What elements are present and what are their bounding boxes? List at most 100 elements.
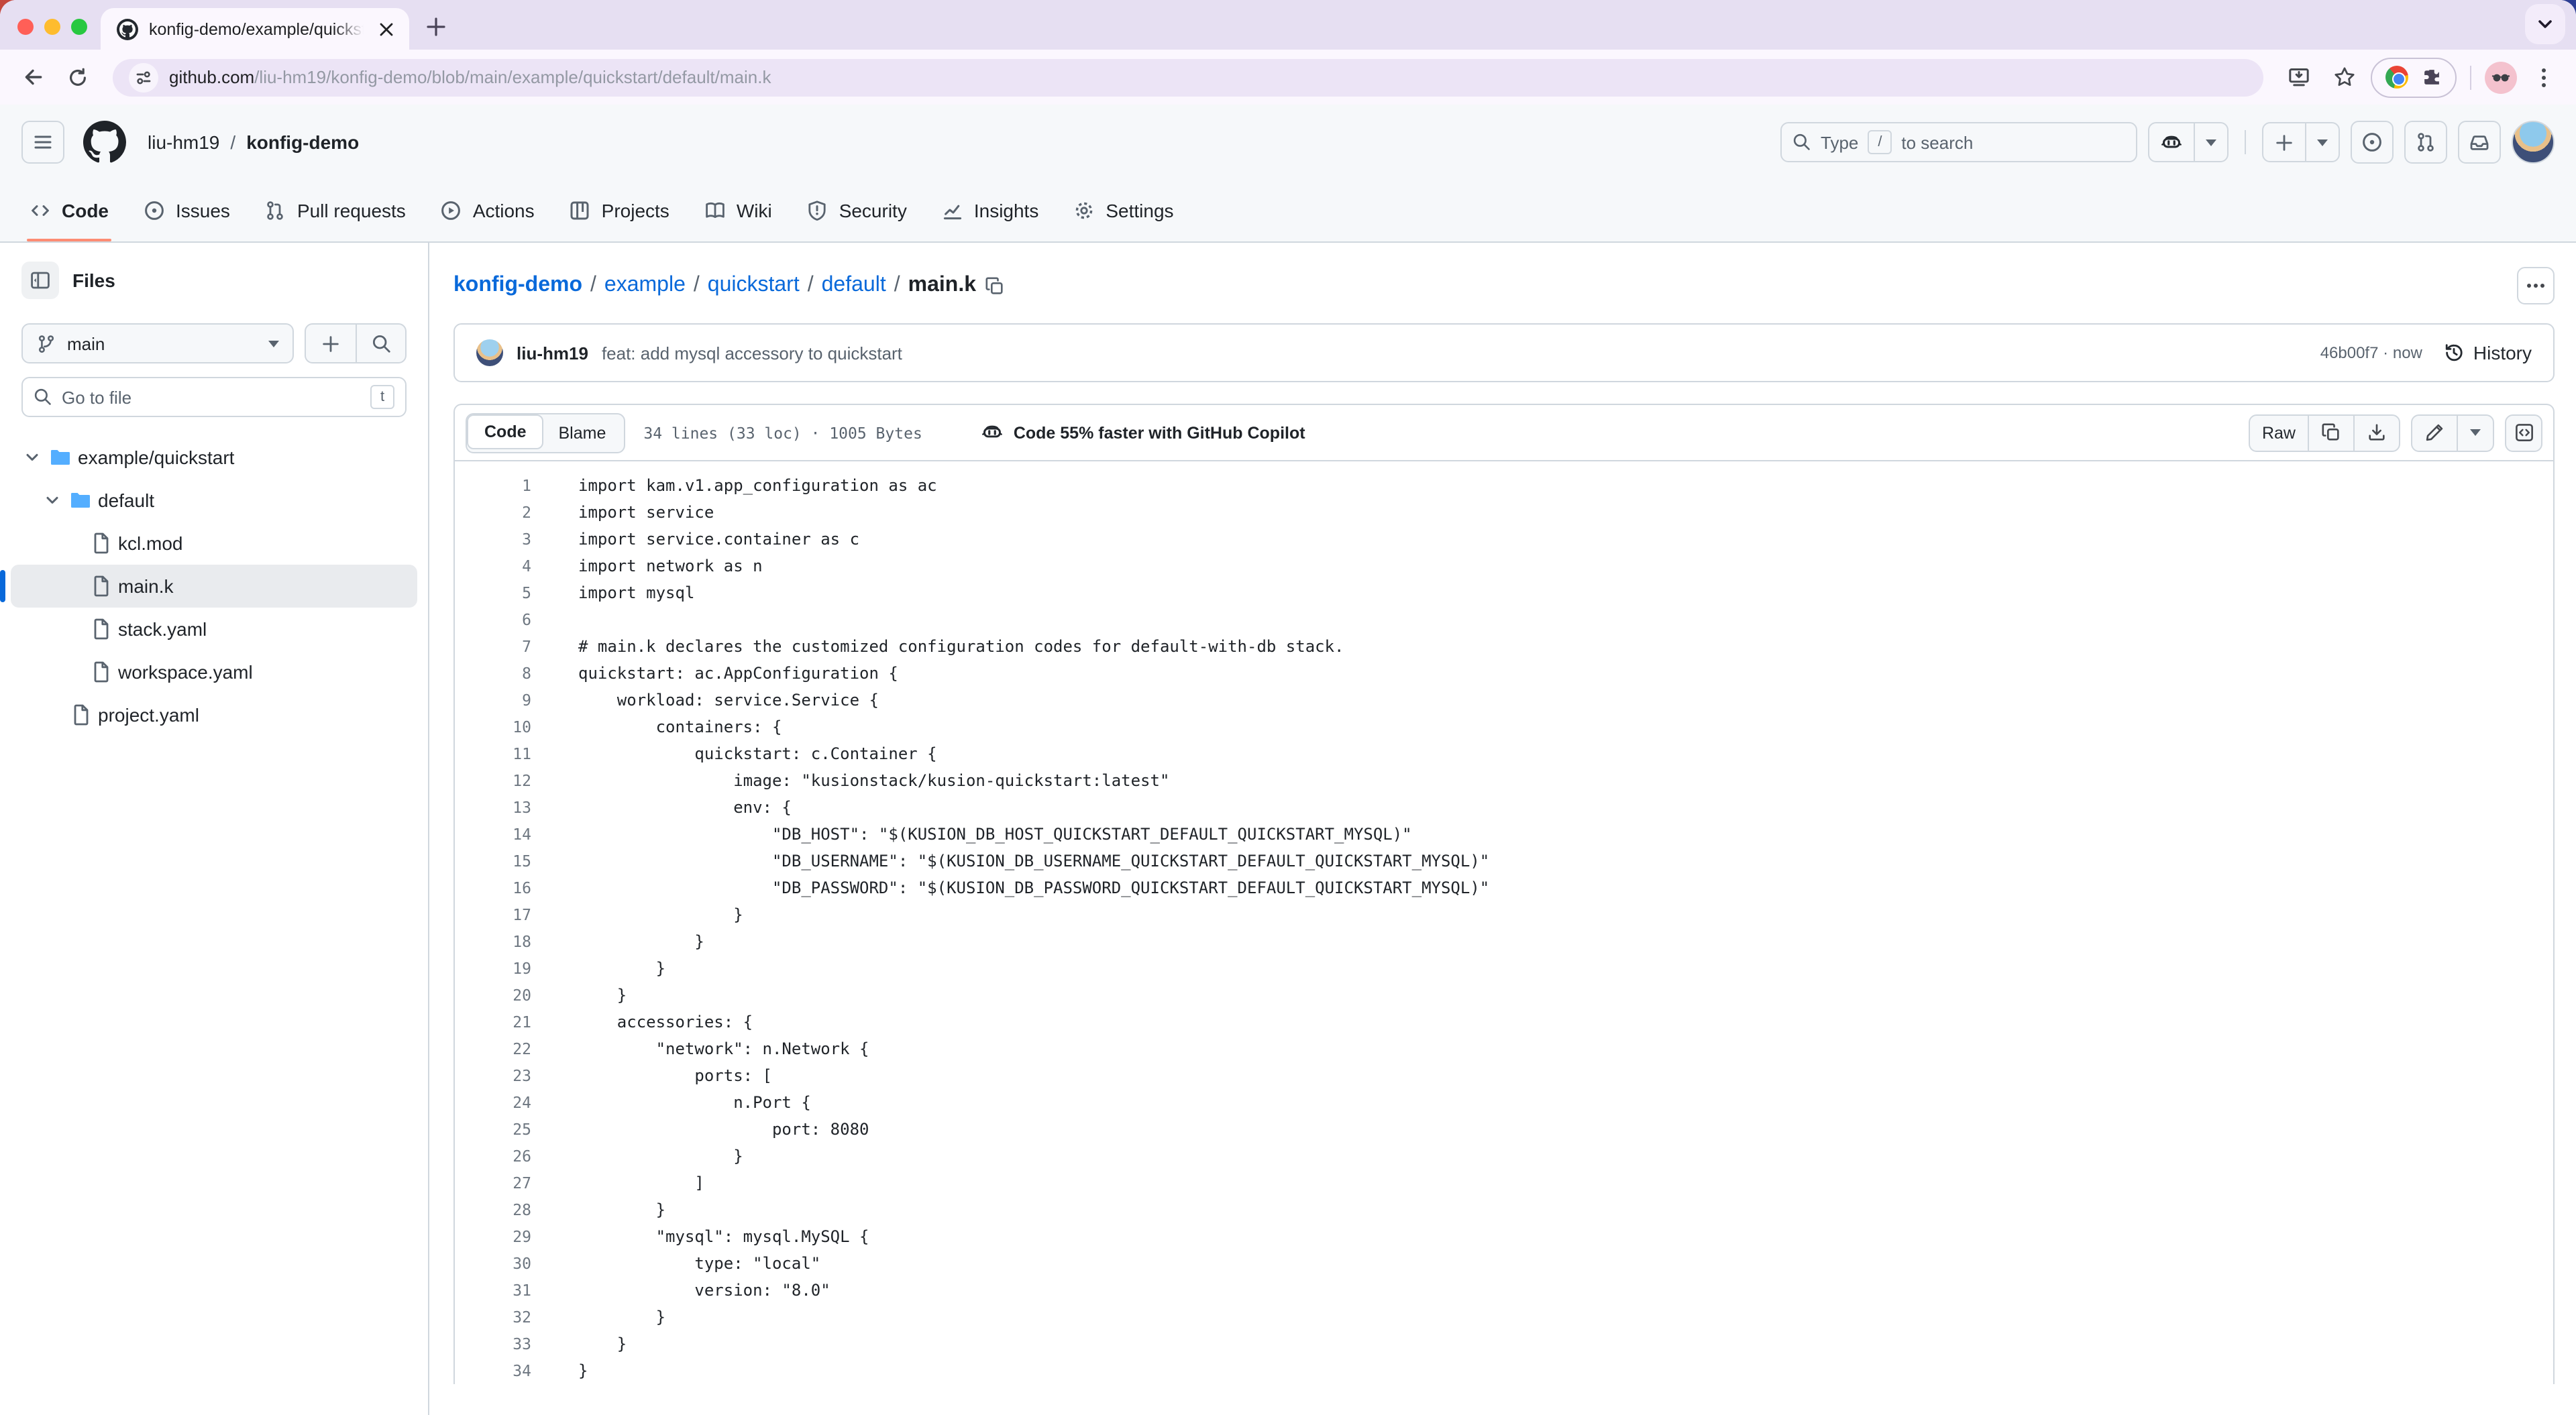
browser-menu-kebab-icon[interactable] [2525,58,2563,96]
line-number[interactable]: 21 [513,1013,531,1031]
nav-tab-security[interactable]: Security [794,180,920,241]
create-new-button[interactable] [2263,123,2305,161]
tree-item-default[interactable]: default [11,479,417,522]
edit-pencil-button[interactable] [2412,415,2457,450]
line-number[interactable]: 22 [513,1039,531,1058]
nav-tab-issues[interactable]: Issues [130,180,244,241]
line-number[interactable]: 10 [513,718,531,736]
bookmark-star-icon[interactable] [2325,58,2363,96]
edit-dropdown[interactable] [2457,415,2493,450]
line-number[interactable]: 9 [522,691,531,710]
new-tab-button[interactable] [417,8,455,46]
global-search-input[interactable]: Type / to search [1780,122,2137,162]
line-number[interactable]: 16 [513,879,531,897]
tab-close-icon[interactable] [374,17,398,41]
line-number[interactable]: 11 [513,744,531,763]
line-number[interactable]: 29 [513,1227,531,1246]
line-number[interactable]: 4 [522,557,531,575]
line-number[interactable]: 14 [513,825,531,844]
line-number[interactable]: 27 [513,1174,531,1192]
download-button[interactable] [2353,415,2399,450]
tree-item-stack.yaml[interactable]: stack.yaml [11,608,417,650]
line-number[interactable]: 6 [522,610,531,629]
nav-tab-wiki[interactable]: Wiki [691,180,786,241]
breadcrumb-repo-link[interactable]: konfig-demo [453,274,582,296]
site-privacy-icon[interactable] [129,62,158,92]
view-tab-code[interactable]: Code [467,414,544,449]
line-number[interactable]: 5 [522,583,531,602]
owner-link[interactable]: liu-hm19 [148,131,220,153]
nav-tab-pull-requests[interactable]: Pull requests [252,180,419,241]
line-number[interactable]: 31 [513,1281,531,1300]
line-number[interactable]: 3 [522,530,531,549]
collapse-sidebar-button[interactable] [21,262,59,299]
github-logo[interactable] [83,121,126,164]
commit-message[interactable]: feat: add mysql accessory to quickstart [601,343,902,363]
nav-tab-actions[interactable]: Actions [427,180,548,241]
raw-button[interactable]: Raw [2261,423,2296,442]
line-number[interactable]: 32 [513,1308,531,1326]
line-number[interactable]: 24 [513,1093,531,1112]
copy-path-button[interactable] [984,276,1004,296]
repo-link[interactable]: konfig-demo [246,131,360,153]
line-number[interactable]: 8 [522,664,531,683]
line-number[interactable]: 12 [513,771,531,790]
line-number[interactable]: 30 [513,1254,531,1273]
line-number[interactable]: 34 [513,1361,531,1380]
breadcrumb-link[interactable]: default [821,274,886,296]
symbols-panel-button[interactable] [2505,414,2542,451]
minimize-window-button[interactable] [44,19,60,35]
tree-item-kcl.mod[interactable]: kcl.mod [11,522,417,565]
line-number[interactable]: 20 [513,986,531,1005]
line-number[interactable]: 2 [522,503,531,522]
close-window-button[interactable] [17,19,34,35]
nav-tab-code[interactable]: Code [16,180,122,241]
tree-item-main.k[interactable]: main.k [0,565,417,608]
line-number[interactable]: 26 [513,1147,531,1166]
chevron-down-icon[interactable] [21,449,43,465]
commit-author-avatar[interactable] [476,339,503,366]
copilot-button[interactable] [2149,123,2194,161]
refresh-icon[interactable] [59,58,97,96]
nav-tab-projects[interactable]: Projects [556,180,683,241]
copilot-dropdown[interactable] [2194,123,2227,161]
breadcrumb-link[interactable]: quickstart [707,274,800,296]
chrome-logo-icon[interactable] [2385,66,2408,89]
install-app-icon[interactable] [2279,58,2317,96]
new-file-button[interactable] [306,325,356,362]
breadcrumb-link[interactable]: example [604,274,686,296]
tab-search-chevron-button[interactable] [2525,4,2565,44]
line-number[interactable]: 18 [513,932,531,951]
pull-requests-header-button[interactable] [2404,121,2447,164]
line-number[interactable]: 1 [522,476,531,495]
copy-raw-button[interactable] [2308,415,2353,450]
maximize-window-button[interactable] [71,19,87,35]
line-number[interactable]: 33 [513,1335,531,1353]
line-number[interactable]: 28 [513,1200,531,1219]
browser-tab[interactable]: konfig-demo/example/quickst [101,8,409,50]
commit-author[interactable]: liu-hm19 [517,343,588,363]
line-number[interactable]: 15 [513,852,531,870]
branch-selector[interactable]: main [21,323,294,363]
line-number[interactable]: 13 [513,798,531,817]
chevron-down-icon[interactable] [42,492,63,508]
line-number[interactable]: 7 [522,637,531,656]
issues-header-button[interactable] [2351,121,2394,164]
commit-sha-time[interactable]: 46b00f7 · now [2320,343,2422,362]
tree-item-project.yaml[interactable]: project.yaml [11,693,417,736]
copilot-banner[interactable]: Code 55% faster with GitHub Copilot [981,421,1305,444]
search-tree-button[interactable] [356,325,405,362]
go-to-file-input[interactable] [62,387,361,407]
tree-item-example-quickstart[interactable]: example/quickstart [11,436,417,479]
file-options-kebab-button[interactable] [2517,267,2555,304]
nav-tab-insights[interactable]: Insights [928,180,1053,241]
line-number[interactable]: 17 [513,905,531,924]
view-tab-blame[interactable]: Blame [558,423,606,442]
nav-tab-settings[interactable]: Settings [1060,180,1187,241]
tree-item-workspace.yaml[interactable]: workspace.yaml [11,650,417,693]
line-number[interactable]: 25 [513,1120,531,1139]
line-number[interactable]: 19 [513,959,531,978]
extensions-puzzle-icon[interactable] [2422,67,2442,87]
hamburger-menu-button[interactable] [21,121,64,164]
history-button[interactable]: History [2444,342,2532,363]
